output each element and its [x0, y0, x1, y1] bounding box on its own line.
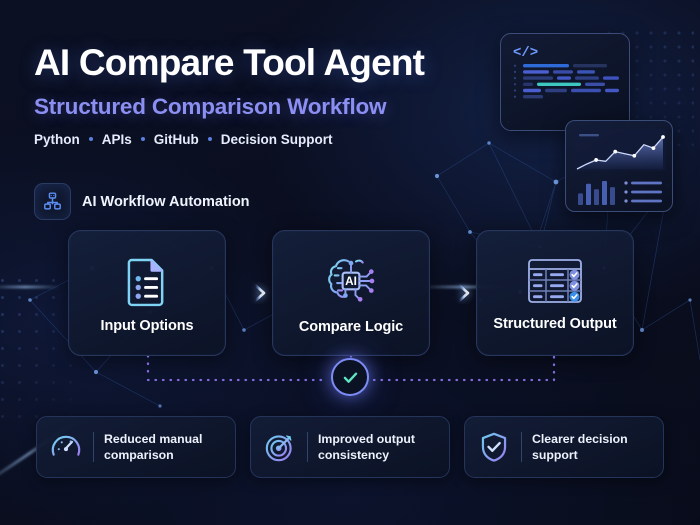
page-title: AI Compare Tool Agent [34, 42, 425, 83]
divider [93, 432, 94, 462]
document-list-icon [127, 258, 164, 306]
check-circle-icon [331, 358, 369, 396]
benefit-card-improved-output-consistency[interactable]: Improved output consistency [250, 416, 450, 478]
bullet-dot-icon [140, 137, 145, 142]
workflow-connector [146, 356, 556, 382]
benefit-card-clearer-decision-support[interactable]: Clearer decision support [464, 416, 664, 478]
shield-check-icon [481, 432, 507, 462]
workflow-step-label: Compare Logic [298, 318, 404, 335]
tag-github: GitHub [153, 131, 199, 147]
table-check-icon [528, 258, 582, 303]
svg-text:AI: AI [345, 274, 357, 287]
divider [307, 432, 308, 462]
decor-code-panel: </> [500, 33, 630, 131]
page-subtitle: Structured Comparison Workflow [34, 93, 387, 119]
workflow-step-input-options[interactable]: Input Options [68, 230, 226, 356]
tag-list: Python APIs GitHub Decision Support [34, 132, 504, 147]
workflow-step-label: Input Options [100, 317, 194, 334]
workflow-automation-badge: AI Workflow Automation [34, 183, 250, 220]
benefit-label: Improved output consistency [318, 431, 416, 462]
workflow-arrow-2 [430, 230, 476, 356]
divider [521, 432, 522, 462]
target-dart-icon [265, 435, 292, 462]
benefit-card-reduced-manual-comparison[interactable]: Reduced manual comparison [36, 416, 236, 478]
bullet-dot-icon [88, 137, 93, 142]
workflow-step-label: Structured Output [493, 315, 617, 332]
workflow-arrow-1 [226, 230, 272, 356]
tag-python: Python [34, 131, 80, 147]
code-brackets-icon: </> [513, 45, 538, 61]
header-block: AI Compare Tool Agent Structured Compari… [34, 42, 504, 147]
light-streak-mid [420, 286, 510, 288]
tag-apis: APIs [101, 131, 132, 147]
bullet-dot-icon [207, 137, 212, 142]
benefits-row: Reduced manual comparison Impro [36, 416, 664, 478]
workflow-row: Input Options [68, 230, 634, 356]
decor-chart-panel [565, 120, 673, 212]
ai-brain-chip-icon: AI [328, 258, 375, 302]
arrow-right-icon [430, 283, 470, 303]
arrow-right-icon [226, 283, 266, 303]
tag-decision-support: Decision Support [220, 131, 333, 147]
workflow-step-structured-output[interactable]: Structured Output [476, 230, 634, 356]
benefit-label: Clearer decision support [532, 431, 628, 462]
workflow-step-compare-logic[interactable]: AI Compare Logic [272, 230, 430, 356]
robot-hierarchy-icon [34, 183, 71, 220]
benefit-label: Reduced manual comparison [104, 431, 203, 462]
gauge-icon [51, 435, 81, 456]
badge-label: AI Workflow Automation [82, 193, 250, 210]
light-streak-left2 [0, 286, 60, 288]
